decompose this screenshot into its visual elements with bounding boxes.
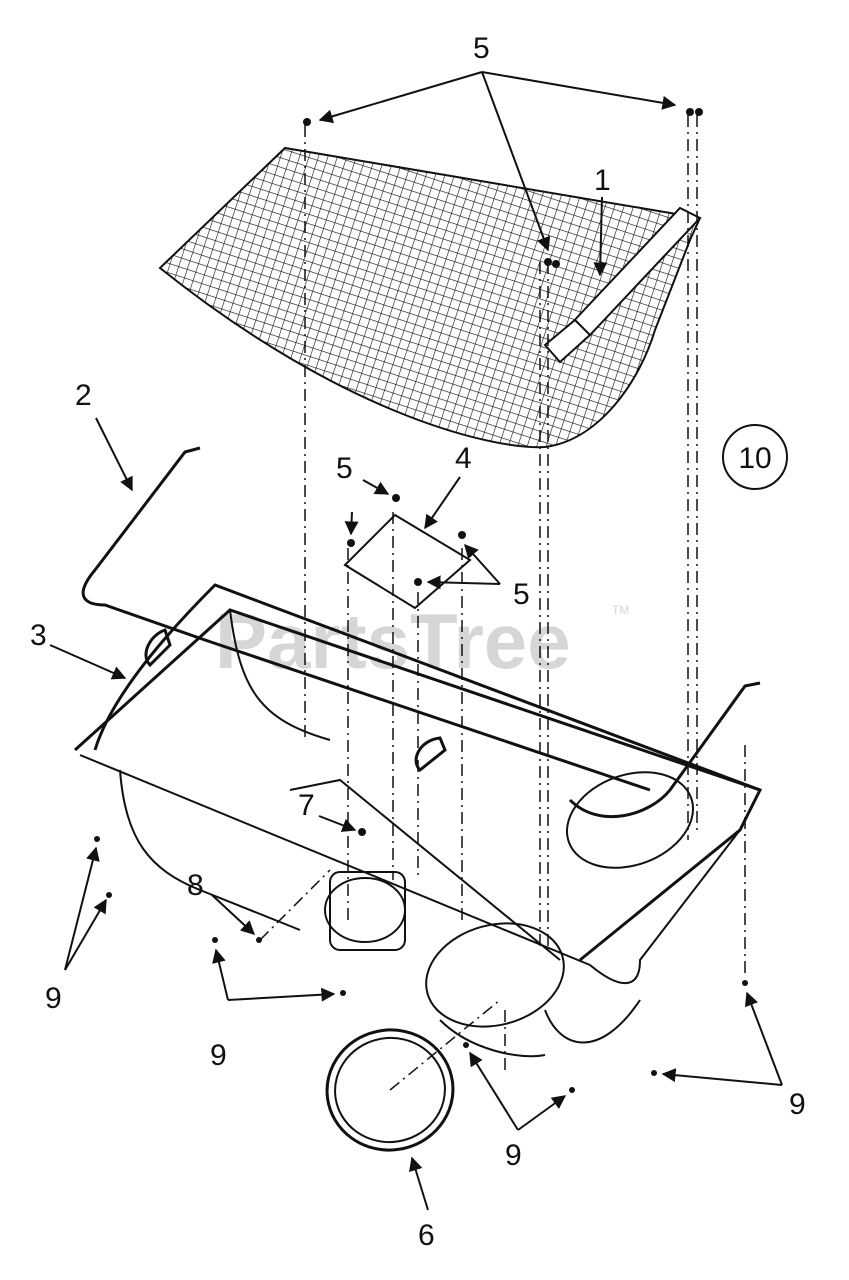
watermark-trademark: TM [612, 603, 629, 617]
callout-1: 1 [594, 164, 611, 197]
mesh-screen [158, 146, 702, 449]
callout-5-mid: 5 [336, 452, 353, 485]
assembly-lines [259, 115, 746, 1091]
callout-4: 4 [455, 442, 472, 475]
callout-2: 2 [75, 379, 92, 412]
callout-9-center: 9 [210, 1039, 227, 1072]
leader-lines [49, 71, 783, 1211]
handle [81, 446, 761, 819]
callout-10-circle [722, 424, 788, 490]
plate [343, 513, 472, 610]
callout-8: 8 [187, 869, 204, 902]
bag-cover [73, 583, 763, 1058]
callout-6: 6 [418, 1219, 435, 1252]
hardware [94, 108, 748, 1093]
callout-5-right: 5 [513, 578, 530, 611]
callout-9-right: 9 [789, 1088, 806, 1121]
callout-10: 10 [738, 442, 771, 475]
callout-5-top: 5 [473, 32, 490, 65]
callout-9-left: 9 [45, 982, 62, 1015]
callout-9-bottom: 9 [505, 1139, 522, 1172]
ring [325, 1028, 455, 1152]
callout-labels: 5 1 2 5 4 5 3 7 8 9 9 9 9 6 10 [30, 32, 806, 1252]
callout-3: 3 [30, 619, 47, 652]
callout-7: 7 [298, 789, 315, 822]
